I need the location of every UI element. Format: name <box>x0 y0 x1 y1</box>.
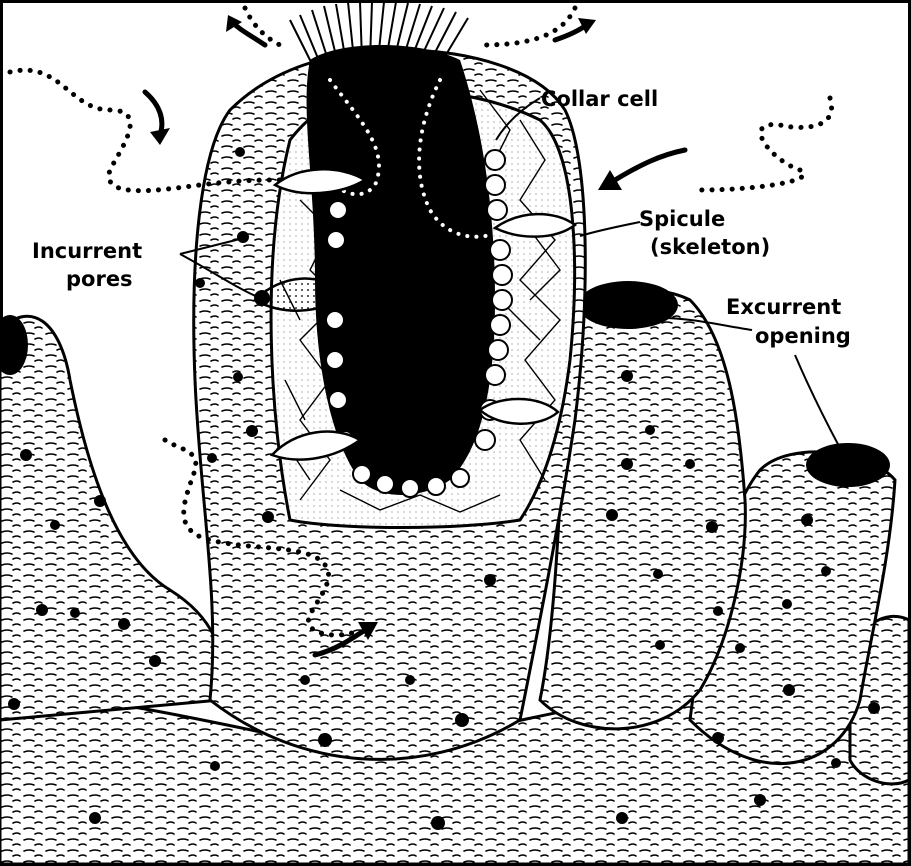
label-opening: opening <box>755 324 851 348</box>
spongocoel <box>307 45 495 495</box>
middle-tube-excurrent-opening <box>578 281 678 329</box>
label-excurrent: Excurrent <box>726 295 841 319</box>
short-tube-excurrent-opening <box>806 443 890 487</box>
label-collar-cell: Collar cell <box>541 87 658 111</box>
label-skeleton: (skeleton) <box>650 235 770 259</box>
label-incurrent: Incurrent <box>32 239 142 263</box>
label-pores: pores <box>66 267 133 291</box>
label-spicule: Spicule <box>639 207 725 231</box>
